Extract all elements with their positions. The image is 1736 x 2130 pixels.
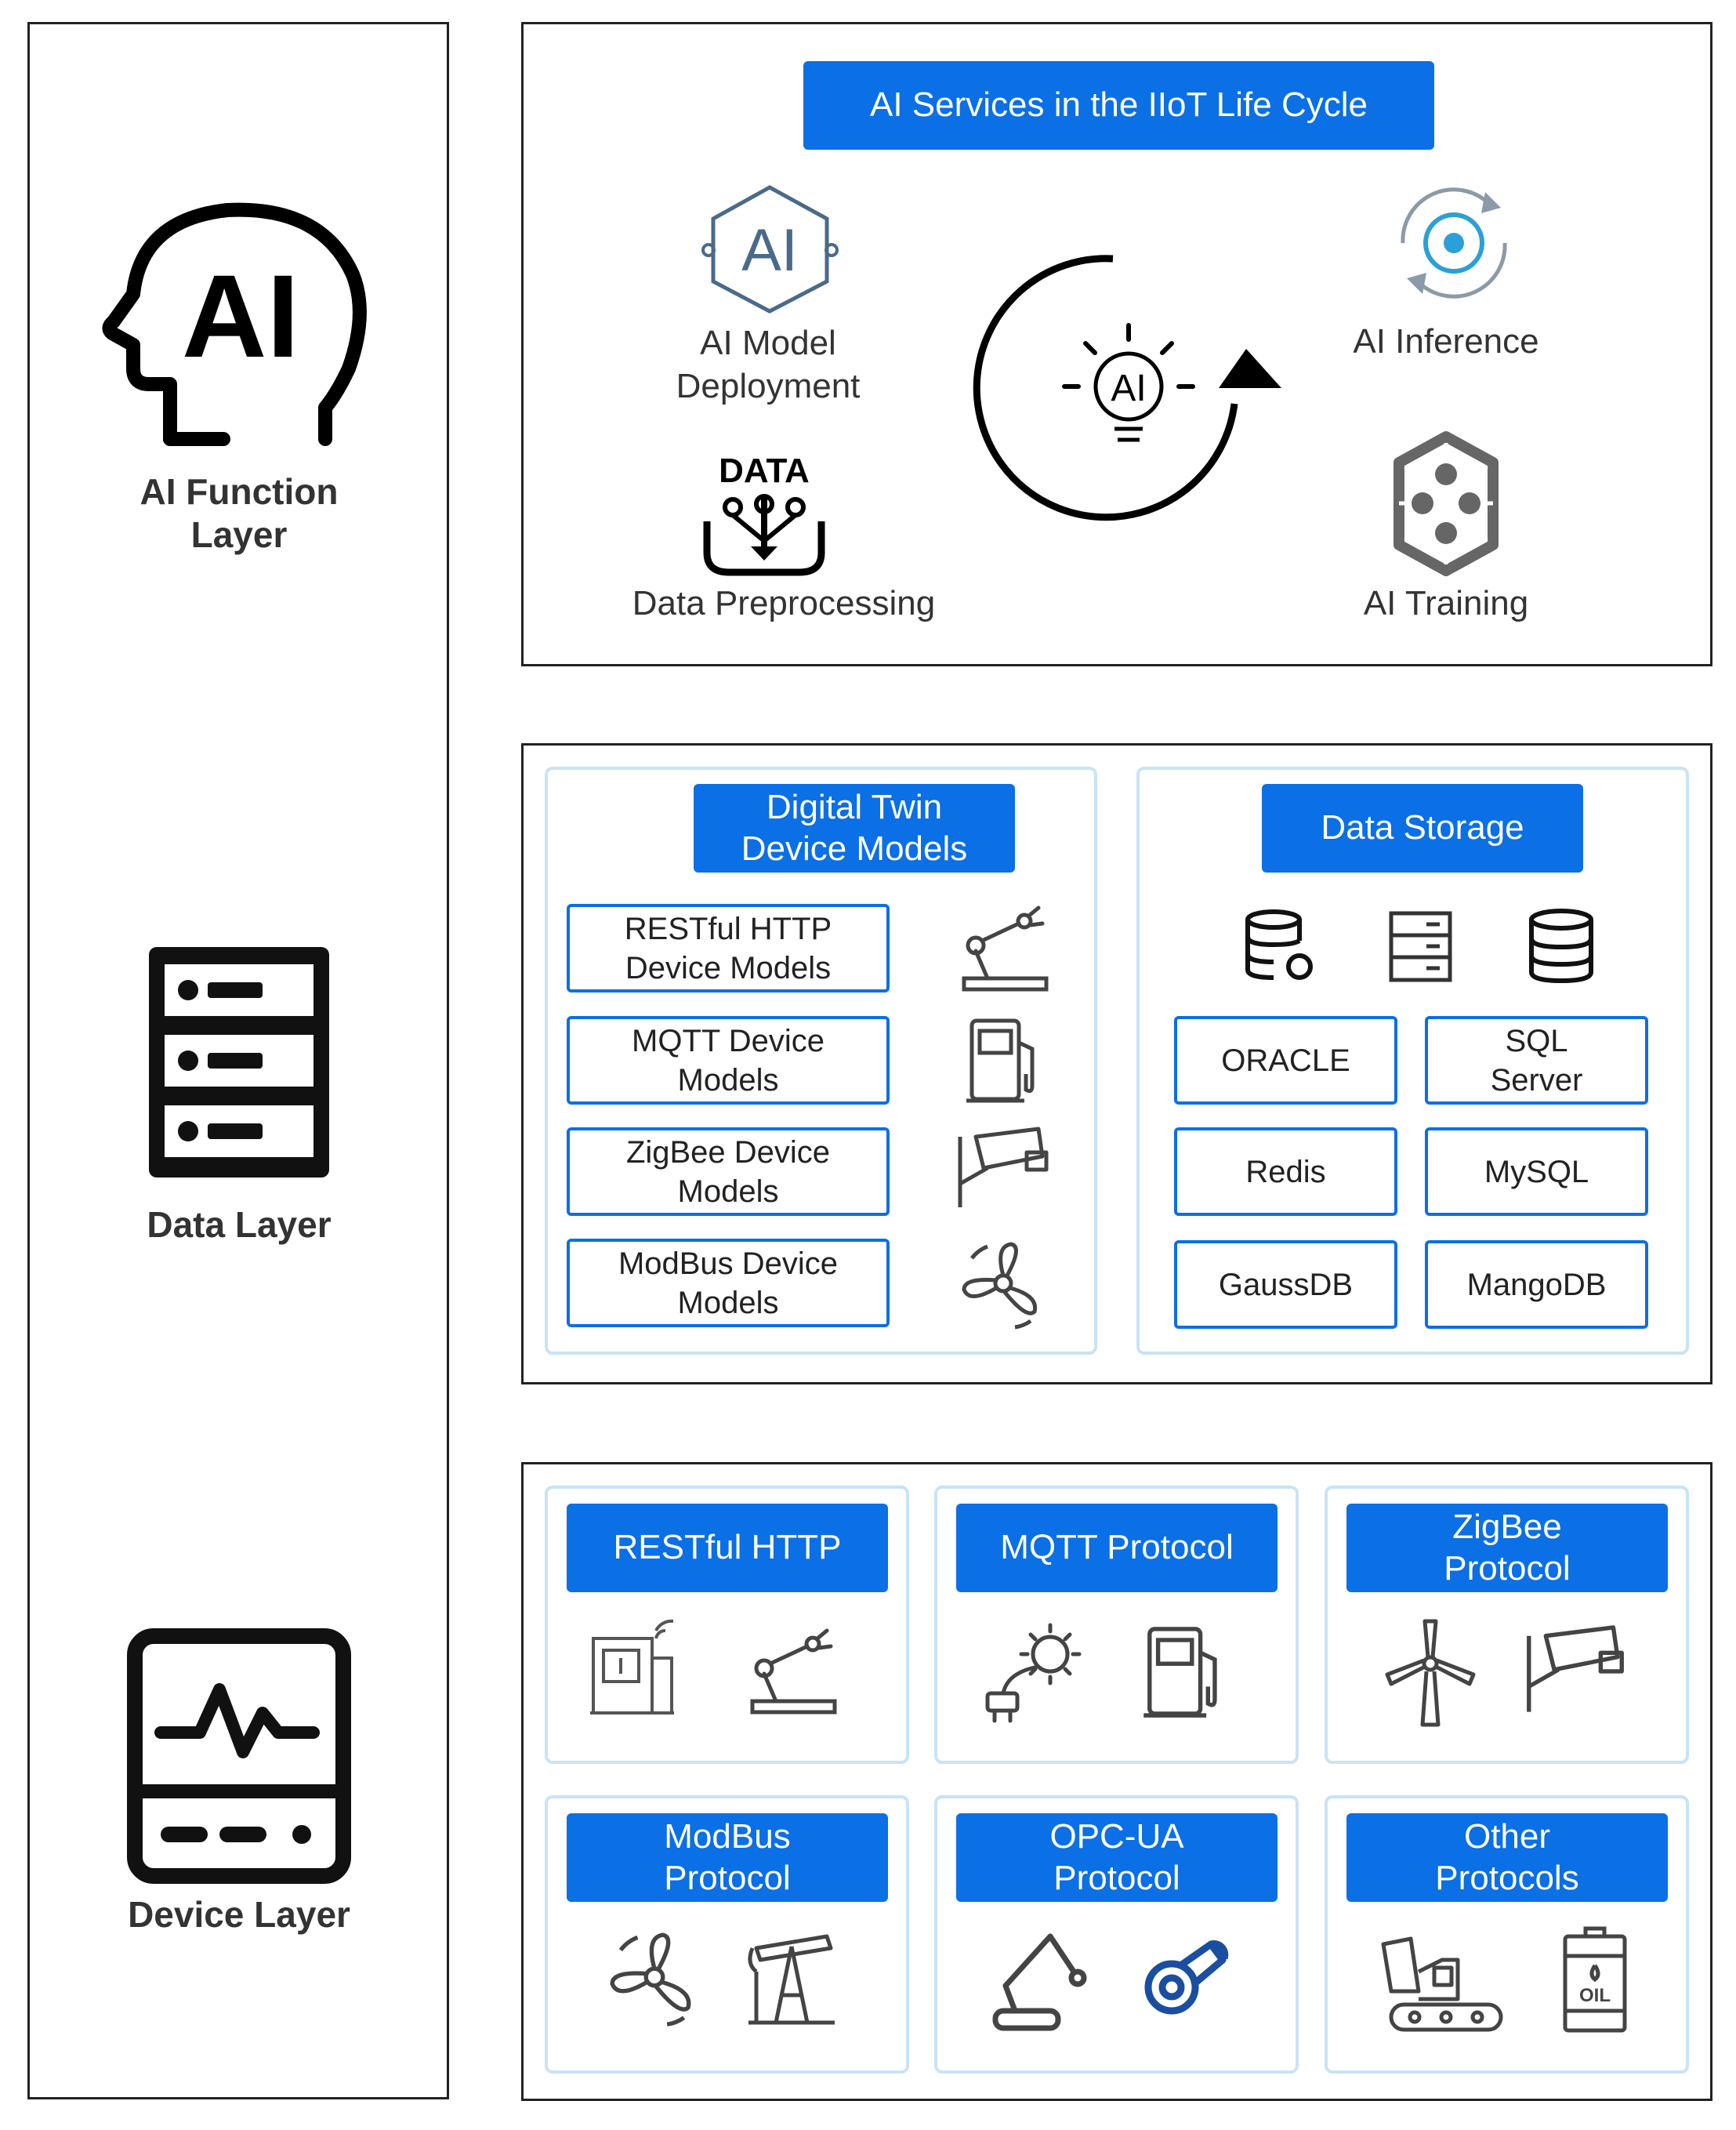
server-drawers-icon: [1383, 905, 1458, 988]
fuel-pump-icon: [1136, 1619, 1230, 1725]
other-protocols-title: Other Protocols: [1346, 1813, 1668, 1902]
protocol-panel-zigbee: [1325, 1486, 1689, 1764]
restful-device-models-button[interactable]: RESTful HTTP Device Models: [567, 904, 890, 992]
mqtt-protocol-title: MQTT Protocol: [956, 1504, 1278, 1592]
ai-lifecycle-cycle-icon: AI: [972, 247, 1293, 545]
svg-text:AI: AI: [741, 217, 798, 284]
protocol-panel-mqtt: [934, 1486, 1299, 1764]
modbus-protocol-title: ModBus Protocol: [567, 1813, 888, 1902]
monitor-device-icon: [125, 1627, 353, 1885]
fan-icon: [600, 1925, 709, 2030]
gaussdb-button[interactable]: GaussDB: [1174, 1240, 1397, 1329]
oil-pumpjack-icon: [745, 1925, 839, 2034]
data-icon-text: DATA: [719, 452, 810, 490]
device-layer-box: [521, 1462, 1712, 2101]
industrial-robot-icon: [984, 1925, 1097, 2034]
ai-services-title: AI Services in the IIoT Life Cycle: [803, 61, 1434, 150]
protocol-panel-restful: [545, 1486, 909, 1764]
digital-twin-title: Digital Twin Device Models: [694, 784, 1015, 873]
protocol-panel-other: [1325, 1795, 1689, 2074]
device-layer-label: Device Layer: [128, 1894, 350, 1935]
ai-services-box: [521, 22, 1712, 666]
protocol-panel-modbus: [545, 1795, 909, 2074]
svg-text:AI: AI: [1111, 368, 1146, 409]
ai-function-layer-label: AI Function Layer: [140, 471, 339, 556]
oil-label: OIL: [1579, 1985, 1611, 2006]
oil-barrel-icon: OIL: [1556, 1925, 1634, 2038]
robot-arm-icon: [952, 900, 1054, 996]
data-layer-box: [521, 743, 1712, 1384]
zigbee-protocol-title: ZigBee Protocol: [1346, 1504, 1668, 1592]
security-camera-icon: [952, 1121, 1054, 1219]
mqtt-device-models-button[interactable]: MQTT Device Models: [567, 1016, 890, 1105]
protocol-panel-opcua: [934, 1795, 1299, 2074]
restful-http-title: RESTful HTTP: [567, 1504, 888, 1592]
data-preprocessing-label: Data Preprocessing: [632, 584, 936, 622]
sql-server-button[interactable]: SQL Server: [1425, 1016, 1648, 1105]
zigbee-device-models-button[interactable]: ZigBee Device Models: [567, 1127, 890, 1216]
data-funnel-icon: DATA: [698, 451, 831, 580]
opcua-protocol-title: OPC-UA Protocol: [956, 1813, 1278, 1902]
redis-button[interactable]: Redis: [1174, 1127, 1397, 1216]
oracle-button[interactable]: ORACLE: [1174, 1016, 1397, 1105]
fuel-pump-icon: [960, 1011, 1046, 1109]
excavator-icon: [1375, 1932, 1505, 2038]
security-camera-icon: [1520, 1619, 1630, 1725]
ai-chip-hexagon-icon: AI: [698, 176, 843, 318]
ai-model-deployment-label: AI Model Deployment: [676, 324, 861, 405]
pipe-coupling-icon: [1136, 1929, 1234, 2027]
digital-twin-panel: [545, 767, 1097, 1355]
fan-icon: [952, 1235, 1054, 1333]
ai-head-icon: AI: [98, 188, 380, 455]
solar-plug-icon: [976, 1619, 1093, 1725]
modbus-device-models-button[interactable]: ModBus Device Models: [567, 1239, 890, 1327]
cnc-machine-icon: [584, 1615, 682, 1725]
mysql-button[interactable]: MySQL: [1425, 1127, 1648, 1216]
data-layer-label: Data Layer: [147, 1204, 332, 1245]
wind-turbine-icon: [1379, 1615, 1481, 1733]
mangodb-button[interactable]: MangoDB: [1425, 1240, 1648, 1329]
svg-text:AI: AI: [182, 250, 299, 382]
data-storage-title: Data Storage: [1262, 784, 1583, 873]
ai-inference-label: AI Inference: [1353, 322, 1539, 361]
server-rack-icon: [141, 941, 337, 1184]
database-gear-icon: [1238, 905, 1325, 988]
neural-network-icon: [1375, 427, 1517, 580]
data-storage-panel: [1136, 767, 1689, 1355]
layer-column: [27, 22, 449, 2099]
ai-training-label: AI Training: [1363, 584, 1529, 622]
inference-target-icon: [1372, 172, 1536, 314]
database-stack-icon: [1520, 905, 1603, 988]
robot-arm-icon: [741, 1623, 843, 1718]
